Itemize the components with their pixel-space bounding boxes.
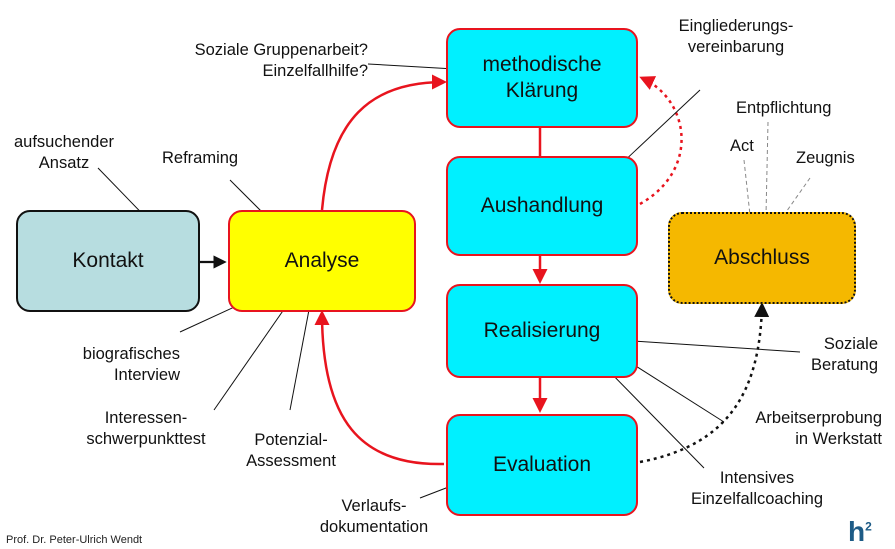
label-act: Act	[730, 137, 754, 155]
analyse-box: Analyse	[228, 210, 416, 312]
label-reframing: Reframing	[162, 149, 239, 167]
leader-intensives	[603, 365, 705, 469]
label-verlaufsdokumentation: Verlaufs- dokumentation	[319, 497, 429, 537]
label-zeugnis: Zeugnis	[796, 149, 855, 167]
realisierung-box: Realisierung	[446, 284, 638, 378]
footer-author: Prof. Dr. Peter-Ulrich Wendt	[6, 534, 143, 546]
label-arbeitserprobung: Arbeitserprobung in Werkstatt	[755, 409, 882, 449]
logo: h2	[848, 516, 872, 547]
label-eingliederungsvereinbarung: Eingliederungs- vereinbarung	[678, 17, 794, 57]
leader-act	[743, 159, 751, 216]
label-interessenschwerpunkttest: Interessen- schwerpunkttest	[86, 409, 206, 449]
label-aufsuchender-ansatz: aufsuchender Ansatz	[14, 133, 114, 173]
aushandlung-box: Aushandlung	[446, 156, 638, 256]
label-soziale-gruppenarbeit: Soziale Gruppenarbeit? Einzelfallhilfe?	[194, 41, 368, 81]
leader-potenzial	[289, 293, 313, 411]
leader-zeugnis	[783, 177, 811, 216]
label-entpflichtung: Entpflichtung	[736, 99, 832, 117]
arrow-dotted-aushandlung-klaerung	[639, 76, 683, 206]
abschluss-box: Abschluss	[668, 212, 856, 304]
evaluation-box: Evaluation	[446, 414, 638, 516]
arrow-analyse-klaerung	[320, 74, 447, 211]
leader-entpflichtung	[765, 121, 769, 216]
methodische-klaerung-box: methodische Klärung	[446, 28, 638, 128]
kontakt-box: Kontakt	[16, 210, 200, 312]
label-biografisches-interview: biografisches Interview	[82, 345, 180, 385]
label-intensives-einzelfallcoaching: Intensives Einzelfallcoaching	[690, 469, 824, 509]
label-soziale-beratung: Soziale Beratung	[811, 335, 878, 375]
arrow-dotted-evaluation-abschluss	[639, 302, 770, 464]
label-potenzial-assessment: Potenzial- Assessment	[246, 431, 336, 471]
arrow-evaluation-analyse	[314, 310, 445, 466]
